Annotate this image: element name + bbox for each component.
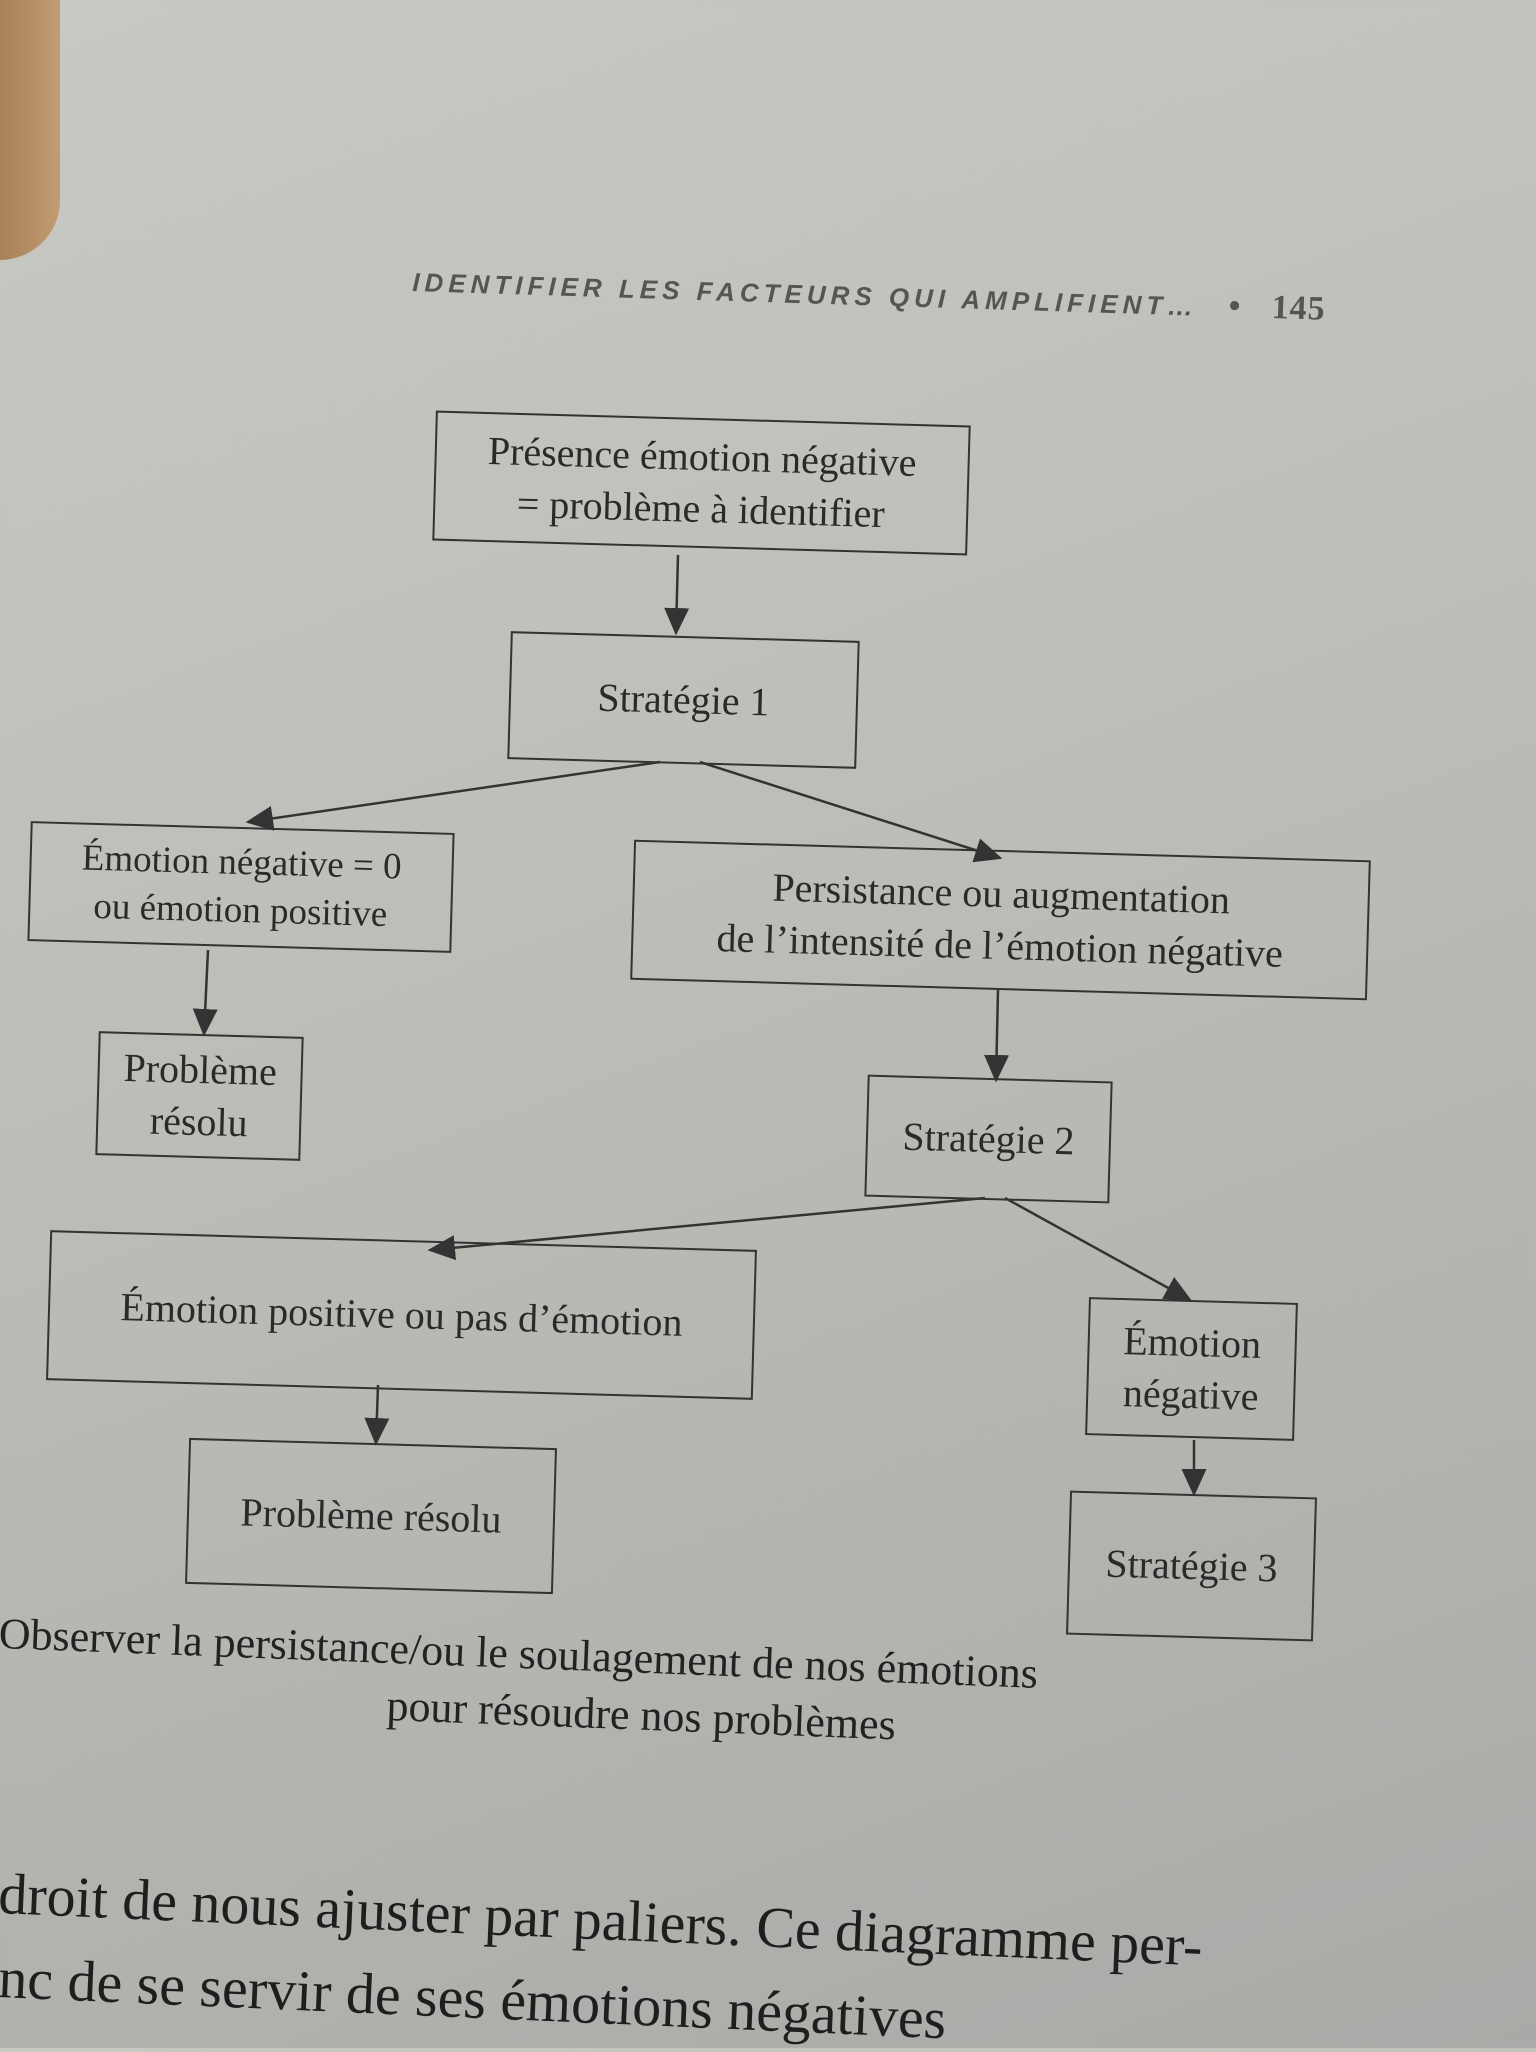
node-text: résolu [149, 1097, 249, 1146]
node-emotion-positive: Émotion positive ou pas d’émotion [46, 1230, 757, 1400]
arrow-emotion-zero-to-resolu1 [192, 949, 218, 1037]
node-strategie-3: Stratégie 3 [1066, 1490, 1317, 1642]
node-text: négative [1122, 1370, 1260, 1419]
node-strategie-2: Stratégie 2 [864, 1074, 1113, 1204]
node-text: ou émotion positive [92, 885, 388, 936]
node-text: = problème à identifier [516, 480, 886, 537]
arrow-persistance-to-strategie2 [984, 989, 1010, 1083]
arrow-emotion-positive-to-resolu2 [364, 1384, 390, 1446]
arrow-strategie2-to-emotion-negative [1004, 1196, 1193, 1302]
node-start: Présence émotion négative= problème à id… [432, 410, 971, 556]
node-probleme-resolu-2: Problème résolu [185, 1437, 557, 1595]
arrow-strategie2-to-emotion-positive [427, 1196, 986, 1261]
arrow-strategie1-to-emotion-zero [245, 760, 661, 831]
table-surface [0, 0, 60, 260]
node-text: Problème [122, 1044, 278, 1095]
arrow-strategie1-to-persistance [699, 760, 1003, 863]
arrow-start-to-strategie1 [664, 554, 690, 636]
node-strategie-1: Stratégie 1 [507, 631, 860, 769]
node-text: Émotion [1122, 1318, 1262, 1367]
